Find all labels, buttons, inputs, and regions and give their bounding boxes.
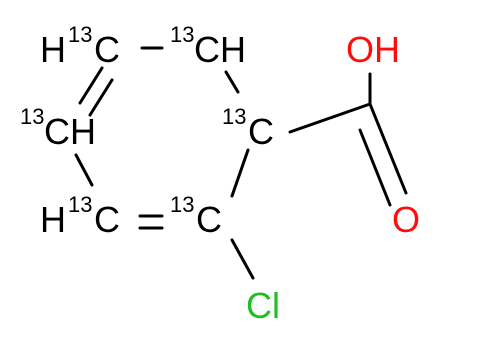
atom-hydroxyl: OH bbox=[346, 29, 400, 70]
atom-prefix: H bbox=[40, 29, 66, 70]
bond-left-to-bottom-left bbox=[74, 153, 94, 187]
bond-top-right-to-ipso bbox=[224, 70, 240, 94]
isotope-label: 13 bbox=[20, 104, 44, 129]
atom-c-top-right: 13 C H bbox=[170, 22, 246, 70]
bond-top-left-to-left bbox=[78, 66, 104, 105]
atom-prefix: H bbox=[40, 199, 66, 240]
atom-suffix: H bbox=[70, 111, 96, 152]
atom-c-top-left: H 13 C bbox=[40, 22, 120, 70]
isotope-label: 13 bbox=[170, 192, 194, 217]
bond-ipso-to-carboxyl bbox=[288, 102, 372, 134]
atom-c-bottom-left: H 13 C bbox=[40, 192, 120, 240]
atom-element: C bbox=[44, 111, 70, 152]
atom-element: C bbox=[94, 199, 120, 240]
bond-carbonyl-outer bbox=[368, 102, 408, 195]
bond-to-chlorine bbox=[230, 238, 255, 280]
atom-suffix: H bbox=[220, 29, 246, 70]
atom-chlorine: Cl bbox=[246, 285, 280, 326]
isotope-label: 13 bbox=[68, 192, 92, 217]
atom-c-left: 13 C H bbox=[20, 104, 96, 152]
bond-top-left-to-left-inner bbox=[88, 78, 114, 117]
atom-element: C bbox=[248, 111, 274, 152]
atom-c-ipso: 13 C bbox=[222, 104, 274, 152]
atom-element: C bbox=[94, 29, 120, 70]
bond-carbonyl-inner bbox=[358, 128, 392, 207]
bond-ipso-to-bottom-right bbox=[230, 148, 250, 198]
atom-c-bottom-right: 13 C bbox=[170, 192, 222, 240]
bonds bbox=[74, 46, 408, 280]
isotope-label: 13 bbox=[68, 22, 92, 47]
atom-carbonyl-oxygen: O bbox=[392, 199, 420, 240]
isotope-label: 13 bbox=[170, 22, 194, 47]
atom-element: C bbox=[196, 199, 222, 240]
isotope-label: 13 bbox=[222, 104, 246, 129]
atom-element: C bbox=[194, 29, 220, 70]
